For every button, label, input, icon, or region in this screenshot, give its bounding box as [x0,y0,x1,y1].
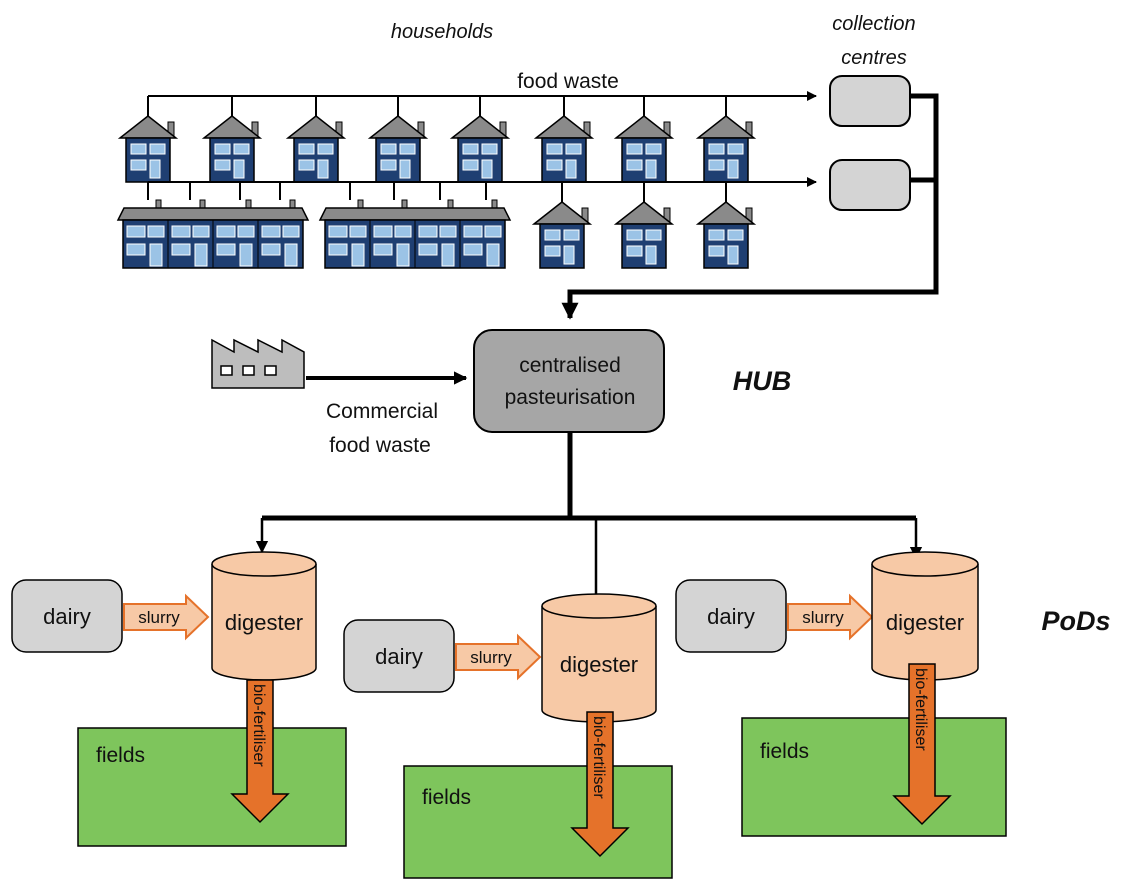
hub-distribution-line [262,432,916,521]
fields-label: fields [96,744,145,767]
terrace-houses-icon [117,199,309,269]
hub-box-label-line2: pasteurisation [505,386,636,409]
pod-2: fields dairy slurry digester bio-fertiliser [343,593,673,879]
slurry-label: slurry [138,608,180,627]
hub-box-label-line1: centralised [519,354,621,377]
dairy-label: dairy [375,644,423,669]
digester-label: digester [886,610,964,635]
house-icon [615,201,673,269]
dairy-box [343,619,455,693]
house-icon [287,115,345,183]
fields-label: fields [760,740,809,763]
slurry-label: slurry [802,608,844,627]
house-icon [451,115,509,183]
fields-label: fields [422,786,471,809]
house-icon [535,115,593,183]
hub-pasteurisation-box [473,329,665,433]
digester-top [541,593,657,619]
collection-centre-2 [829,159,911,211]
house-icon [119,115,177,183]
slurry-label: slurry [470,648,512,667]
centres-to-hub-line [561,93,939,320]
terrace-houses-icon [319,199,511,269]
dairy-box [675,579,787,653]
digester-label: digester [225,610,303,635]
house-icon [533,201,591,269]
dairy-label: dairy [707,604,755,629]
food-waste-label: food waste [517,70,619,93]
households-label: households [391,21,493,43]
bio-fertiliser-label: bio-fertiliser [912,668,929,751]
digester-top [871,551,979,577]
fields-area [77,727,347,847]
digester-top [211,551,317,577]
collection-centres-label-line2: centres [841,47,907,69]
households-row-2 [117,199,755,269]
collection-centres-label-line1: collection [832,13,915,35]
row-1-collection-line [147,91,817,116]
households-row-1 [119,115,755,183]
house-icon [203,115,261,183]
pods-label: PoDs [1041,606,1110,636]
slurry-arrow [787,593,874,641]
house-icon [369,115,427,183]
fields-area [403,765,673,879]
house-icon [697,201,755,269]
dairy-box [11,579,123,653]
bio-fertiliser-label: bio-fertiliser [590,716,607,799]
row-2-collection-line [147,177,817,202]
slurry-arrow [455,633,542,681]
bio-fertiliser-arrow [570,711,630,858]
commercial-label-line1: Commercial [326,400,438,423]
pod-1: fields dairy slurry digester bio-fertiliser [11,551,347,847]
factory-icon [211,339,305,389]
bio-fertiliser-arrow [230,679,290,824]
bio-fertiliser-arrow [892,663,952,826]
house-icon [615,115,673,183]
commercial-label-line2: food waste [329,434,431,457]
bio-fertiliser-label: bio-fertiliser [250,684,267,767]
dairy-label: dairy [43,604,91,629]
hub-label: HUB [733,366,792,396]
pod-3: fields dairy slurry digester bio-fertiliser [675,551,1007,837]
collection-centre-1 [829,75,911,127]
house-icon [697,115,755,183]
fields-area [741,717,1007,837]
slurry-arrow [123,593,210,641]
digester-label: digester [560,652,638,677]
